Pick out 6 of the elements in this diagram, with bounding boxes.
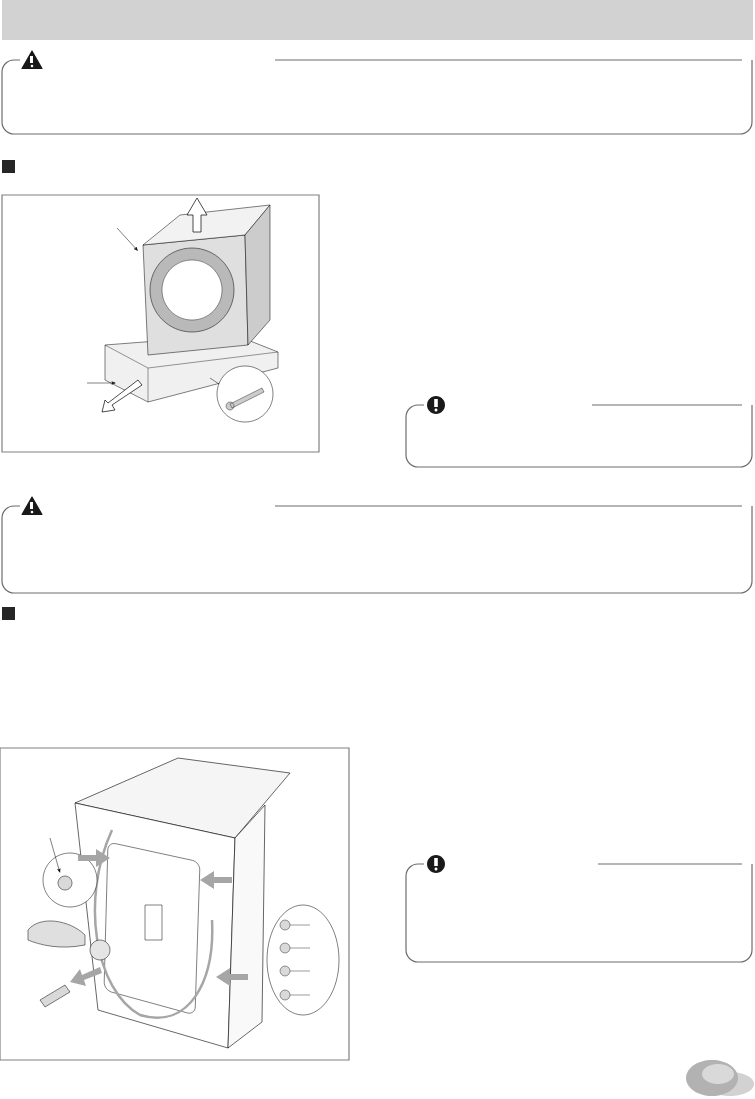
callout-box bbox=[1, 59, 753, 135]
callout-box bbox=[405, 404, 753, 468]
figure-frame bbox=[0, 747, 350, 1061]
callout-box bbox=[1, 505, 753, 594]
figure-frame bbox=[1, 194, 320, 453]
callout-box bbox=[405, 863, 753, 963]
